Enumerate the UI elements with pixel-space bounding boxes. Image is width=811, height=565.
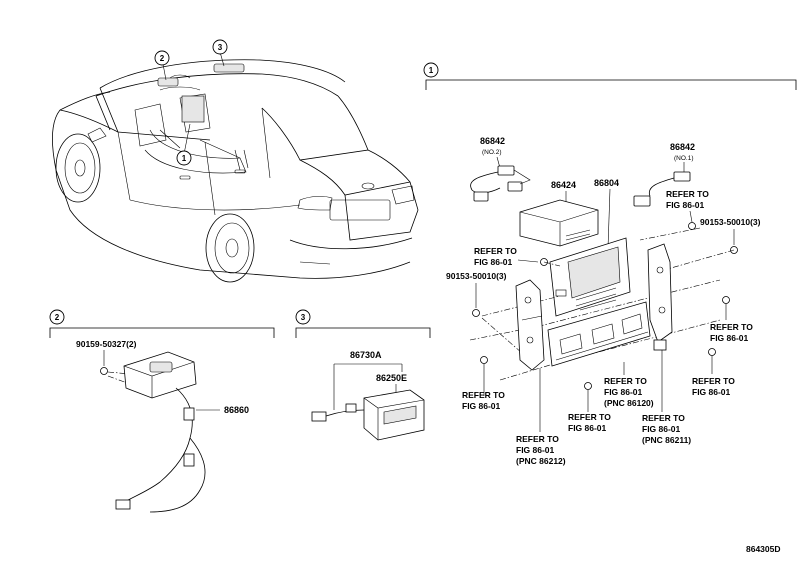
svg-text:REFER TO: REFER TO bbox=[568, 412, 611, 422]
callout-car-1: 1 bbox=[176, 150, 192, 166]
svg-text:(PNC 86120): (PNC 86120) bbox=[604, 398, 654, 408]
refer-c-label: REFER TO FIG 86-01 bbox=[710, 296, 753, 343]
svg-text:86860: 86860 bbox=[224, 405, 249, 415]
front-wheel bbox=[55, 133, 101, 203]
svg-text:86842: 86842 bbox=[670, 142, 695, 152]
svg-text:90159-50327(2): 90159-50327(2) bbox=[76, 339, 137, 349]
svg-text:REFER TO: REFER TO bbox=[666, 189, 709, 199]
diagram-id: 864305D bbox=[746, 544, 781, 554]
rear-wheel bbox=[205, 213, 255, 283]
harness-no2: 86842 (NO.2) bbox=[470, 136, 531, 202]
bolt-right-label: 90153-50010(3) bbox=[700, 217, 761, 254]
svg-text:REFER TO: REFER TO bbox=[642, 413, 685, 423]
svg-text:86424: 86424 bbox=[551, 180, 576, 190]
svg-text:FIG 86-01: FIG 86-01 bbox=[604, 387, 643, 397]
svg-text:FIG 86-01: FIG 86-01 bbox=[462, 401, 501, 411]
car-illustration bbox=[52, 51, 419, 283]
svg-text:FIG 86-01: FIG 86-01 bbox=[710, 333, 749, 343]
svg-text:(NO.1): (NO.1) bbox=[674, 155, 694, 162]
svg-text:3: 3 bbox=[218, 43, 223, 52]
svg-text:FIG 86-01: FIG 86-01 bbox=[692, 387, 731, 397]
svg-text:(PNC 86212): (PNC 86212) bbox=[516, 456, 566, 466]
svg-text:FIG 86-01: FIG 86-01 bbox=[666, 200, 705, 210]
refer-g-label: REFER TO FIG 86-01 bbox=[568, 382, 611, 433]
svg-text:(NO.2): (NO.2) bbox=[482, 149, 502, 156]
refer-j-label: REFER TO FIG 86-01 (PNC 86212) bbox=[516, 368, 566, 466]
section-3-header: 3 bbox=[295, 309, 431, 338]
callout-car-2: 2 bbox=[154, 50, 170, 66]
bolt-left-label: 90153-50010(3) bbox=[446, 271, 507, 317]
amplifier-86424: 86424 bbox=[519, 180, 599, 247]
license-plate bbox=[329, 199, 391, 221]
svg-text:FIG 86-01: FIG 86-01 bbox=[568, 423, 607, 433]
left-bracket bbox=[515, 279, 545, 371]
car-display bbox=[181, 95, 205, 123]
svg-text:REFER TO: REFER TO bbox=[516, 434, 559, 444]
display-86804: 86804 bbox=[549, 178, 631, 317]
svg-text:FIG 86-01: FIG 86-01 bbox=[642, 424, 681, 434]
svg-text:90153-50010(3): 90153-50010(3) bbox=[700, 217, 761, 227]
rear-emblem bbox=[361, 182, 375, 190]
svg-text:3: 3 bbox=[301, 313, 306, 322]
svg-text:REFER TO: REFER TO bbox=[604, 376, 647, 386]
svg-text:REFER TO: REFER TO bbox=[474, 246, 517, 256]
svg-text:(PNC 86211): (PNC 86211) bbox=[642, 435, 691, 445]
svg-text:1: 1 bbox=[429, 66, 434, 75]
section-2-header: 2 bbox=[49, 309, 275, 338]
svg-text:FIG 86-01: FIG 86-01 bbox=[474, 257, 513, 267]
svg-text:86842: 86842 bbox=[480, 136, 505, 146]
svg-text:REFER TO: REFER TO bbox=[692, 376, 735, 386]
section-2-parts: 90159-50327(2) 86860 bbox=[76, 339, 249, 513]
refer-f-label: REFER TO FIG 86-01 (PNC 86120) bbox=[604, 362, 654, 408]
svg-text:REFER TO: REFER TO bbox=[462, 390, 505, 400]
refer-b-label: REFER TO FIG 86-01 bbox=[474, 246, 548, 267]
harness-no1: 86842 (NO.1) bbox=[633, 142, 695, 207]
right-bracket bbox=[647, 243, 673, 351]
callout-car-3: 3 bbox=[212, 39, 228, 55]
svg-text:FIG 86-01: FIG 86-01 bbox=[516, 445, 555, 455]
svg-text:2: 2 bbox=[55, 313, 60, 322]
section-1-header: 1 bbox=[423, 62, 797, 90]
refer-i-label: REFER TO FIG 86-01 (PNC 86211) bbox=[642, 350, 691, 445]
refer-d-label: REFER TO FIG 86-01 bbox=[692, 348, 735, 397]
refer-a-label: REFER TO FIG 86-01 bbox=[666, 189, 709, 230]
svg-text:REFER TO: REFER TO bbox=[710, 322, 753, 332]
control-panel bbox=[547, 301, 651, 367]
svg-text:86250E: 86250E bbox=[376, 373, 407, 383]
svg-text:90153-50010(3): 90153-50010(3) bbox=[446, 271, 507, 281]
section-3-parts: 86730A 86250E bbox=[311, 350, 425, 441]
svg-text:86804: 86804 bbox=[594, 178, 619, 188]
refer-e-label: REFER TO FIG 86-01 bbox=[462, 356, 505, 411]
svg-text:1: 1 bbox=[182, 154, 187, 163]
svg-text:2: 2 bbox=[160, 54, 165, 63]
svg-text:86730A: 86730A bbox=[350, 350, 382, 360]
